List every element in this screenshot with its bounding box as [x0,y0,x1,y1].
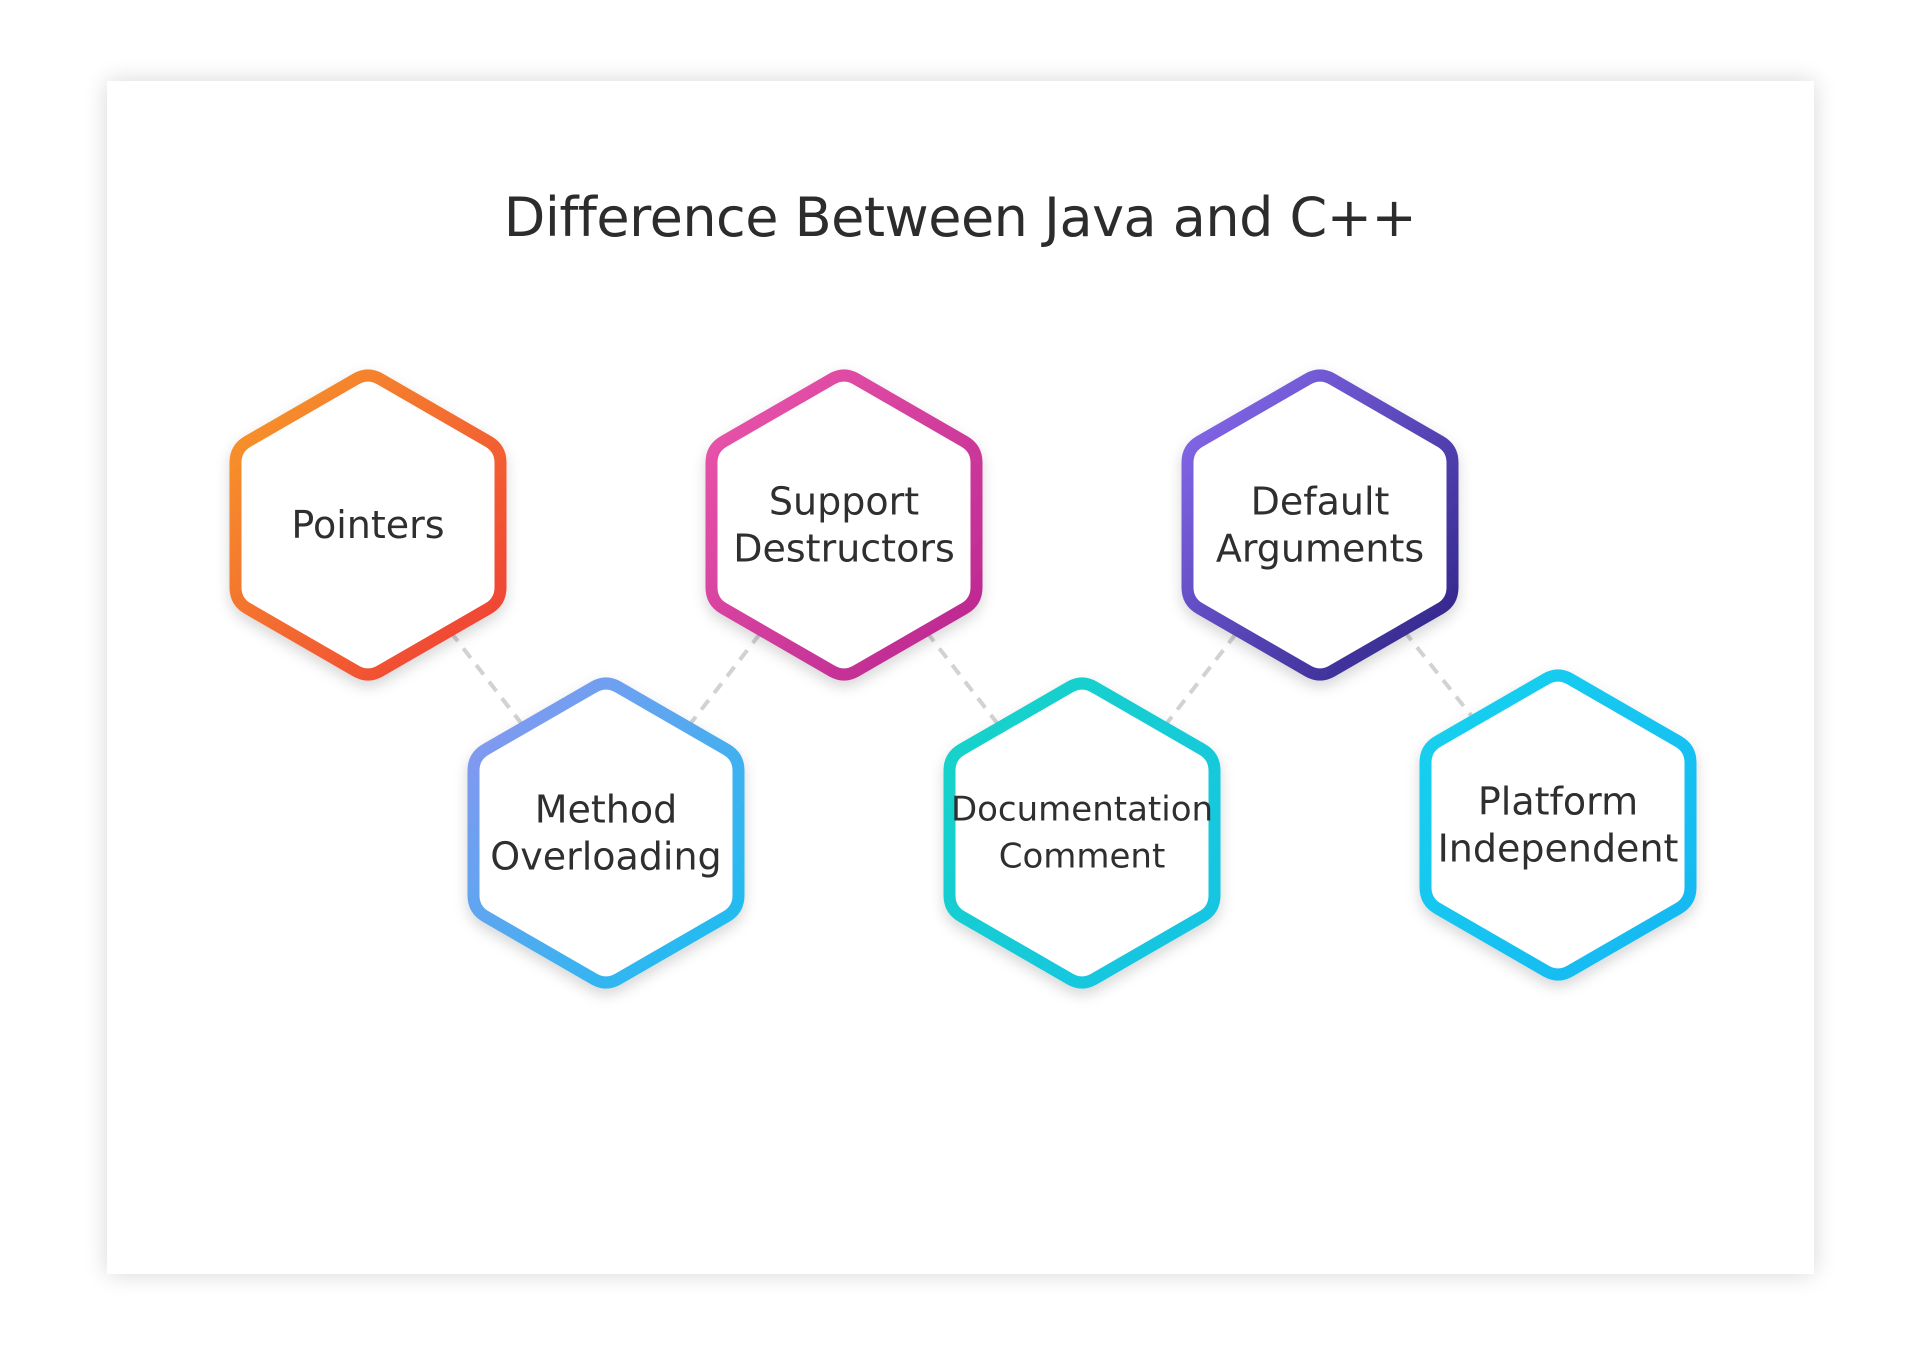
diagram-title: Difference Between Java and C++ [503,186,1417,249]
connector-lines [448,629,1476,728]
diagram-card [107,81,1814,1274]
connector-line [1402,629,1476,721]
hexagon-outline [467,677,745,989]
hexagon-label: Support [769,480,919,524]
connector-line [686,630,764,728]
connector-line [448,630,526,728]
hexagon-outline [1419,669,1697,981]
connector-line [1162,630,1240,728]
hexagon-outline [943,677,1221,989]
hexagon-label: Arguments [1216,527,1424,571]
hexagon-label: Independent [1438,827,1679,871]
hexagon-label: Default [1251,480,1390,524]
hexagon-outline [705,369,983,681]
hexagon-outline [229,369,507,681]
hexagon-label: Comment [999,837,1166,877]
hexagon-label: Documentation [951,790,1213,830]
hexagon-label: Destructors [733,527,955,571]
hexagon-label: Overloading [490,835,721,879]
hexagon-label: Platform [1478,780,1638,824]
connector-line [924,630,1002,728]
hexagon-node: Pointers [229,369,507,681]
hexagon-outline [1181,369,1459,681]
hexagon-label: Method [535,788,678,832]
hexagon-label: Pointers [291,503,444,547]
